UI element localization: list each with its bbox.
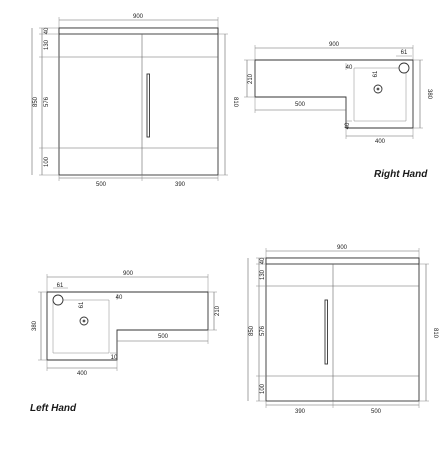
lh-front-left-width-label: 390: [295, 409, 306, 415]
lh-plan-right-depth-label: 210: [215, 305, 221, 316]
rh-front-top-label: 40: [44, 27, 50, 34]
rh-plan-view: 900 61 40 61 210 500 380 40: [244, 42, 432, 145]
lh-plan-rim-label: 40: [116, 295, 123, 301]
rh-plan-tap-icon: [398, 62, 410, 74]
lh-front-worktop: [265, 257, 420, 265]
lh-plan-outline: [46, 291, 209, 361]
lh-front-width-label: 900: [337, 245, 348, 251]
rh-plan-depth-label: 380: [426, 89, 432, 100]
rh-front-total-label: 850: [33, 96, 39, 107]
rh-front-left-width-label: 500: [96, 182, 107, 188]
lh-plan-depth-label: 380: [32, 320, 38, 331]
left-hand-label: Left Hand: [30, 403, 77, 414]
rh-plan-basin-width-label: 400: [375, 139, 386, 145]
lh-front-right-width-label: 500: [371, 409, 382, 415]
lh-front-cabinet: [265, 257, 420, 402]
lh-front-elevation: 900 40 130 576 100 850 810 390 500: [247, 245, 438, 415]
lh-front-handle: [324, 299, 328, 365]
rh-front-right-height-label: 810: [232, 97, 238, 108]
lh-plan-view: 900 61 40 61 210 500 380 10: [32, 271, 221, 377]
lh-front-top-label: 40: [260, 257, 266, 264]
rh-plan-return-label: 500: [295, 102, 306, 108]
lh-front-door-label: 576: [260, 325, 266, 336]
lh-front-total-label: 850: [249, 325, 255, 336]
rh-plan-width-label: 900: [329, 42, 340, 48]
lh-front-plinth-label: 100: [260, 383, 266, 394]
rh-front-worktop: [58, 27, 219, 35]
lh-plan-tap-label: 61: [79, 301, 85, 308]
lh-plan-basin: [52, 299, 110, 354]
rh-front-right-width-label: 390: [175, 182, 186, 188]
lh-plan-bottom-rim-label: 10: [111, 355, 118, 361]
rh-front-drawer-label: 130: [44, 39, 50, 50]
rh-plan-left-depth-label: 210: [248, 73, 254, 84]
lh-front-drawer-label: 130: [260, 269, 266, 280]
lh-plan-basin-width-label: 400: [77, 371, 88, 377]
rh-front-elevation: 900 40 130 576 100 850 810 500 390: [31, 14, 238, 188]
rh-plan-tap-label: 61: [373, 70, 379, 77]
rh-plan-bottom-rim-label: 40: [345, 122, 351, 129]
rh-plan-outline: [254, 59, 414, 129]
rh-plan-bowl-label: 61: [401, 50, 408, 56]
lh-plan-tap-icon: [52, 294, 64, 306]
rh-front-plinth-label: 100: [44, 156, 50, 167]
rh-front-width-label: 900: [133, 14, 144, 20]
rh-plan-rim-label: 40: [346, 65, 353, 71]
lh-front-right-height-label: 810: [432, 328, 438, 339]
lh-plan-width-label: 900: [123, 271, 134, 277]
rh-front-handle: [146, 73, 150, 138]
lh-plan-bowl-label: 61: [57, 283, 64, 289]
rh-plan-basin: [353, 67, 407, 122]
rh-front-cabinet: [58, 27, 219, 176]
rh-front-door-label: 576: [44, 96, 50, 107]
right-hand-label: Right Hand: [374, 169, 428, 180]
lh-plan-return-label: 500: [158, 334, 169, 340]
